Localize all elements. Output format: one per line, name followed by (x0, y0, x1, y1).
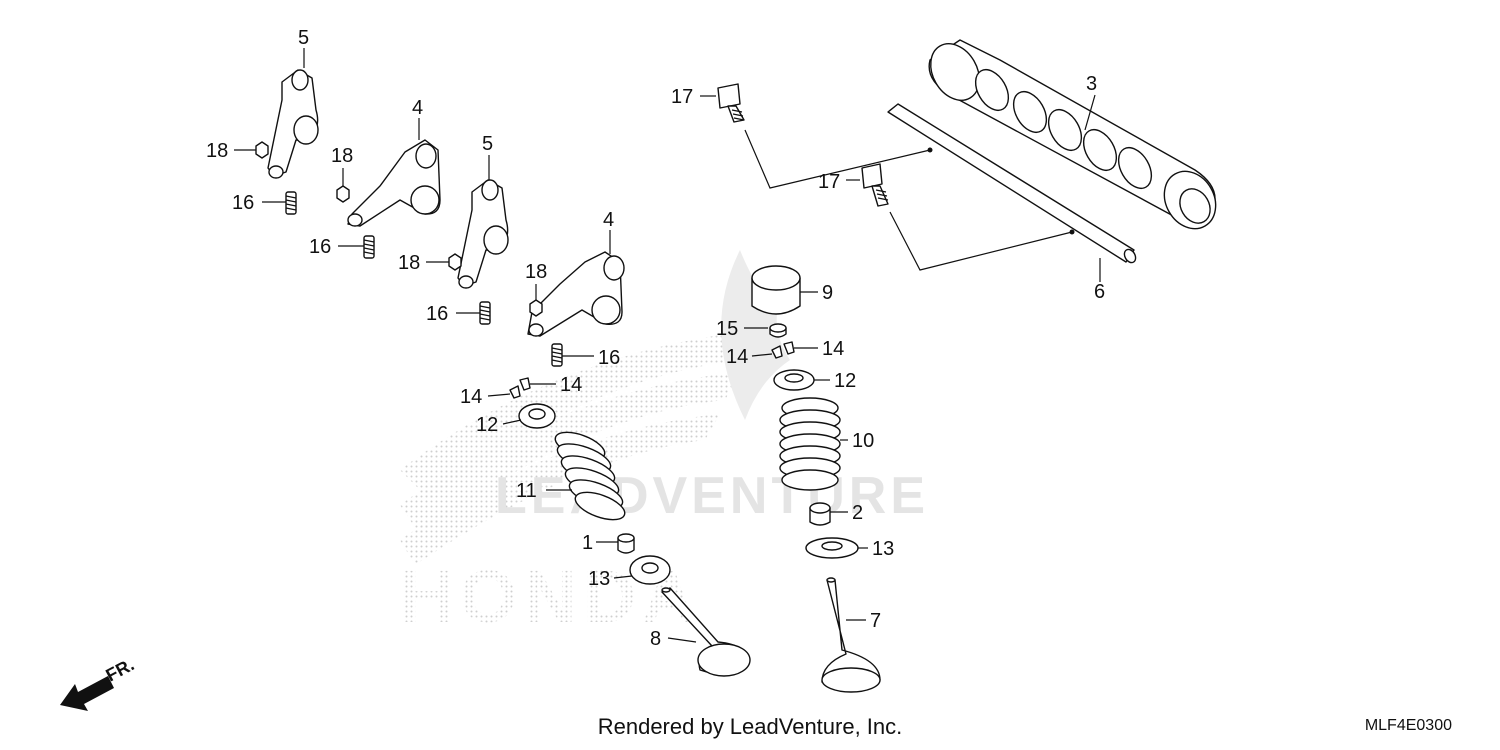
callout-4b: 4 (603, 209, 614, 231)
callout-13b: 13 (588, 568, 610, 590)
leader-8 (667, 637, 697, 643)
nut-b (336, 185, 350, 203)
callout-15: 15 (716, 318, 738, 340)
callout-12b: 12 (476, 414, 498, 436)
stem-seal-left (617, 533, 635, 554)
callout-14c: 14 (460, 386, 482, 408)
leader-17b-shaft (889, 211, 1073, 271)
callout-9: 9 (822, 282, 833, 304)
leader-13b (613, 575, 633, 579)
callout-8: 8 (650, 628, 661, 650)
callout-4a: 4 (412, 97, 423, 119)
leader-14a (751, 353, 773, 357)
callout-1: 1 (582, 532, 593, 554)
nut-a (255, 141, 269, 159)
callout-18b: 18 (331, 145, 353, 167)
callout-16b: 16 (309, 236, 331, 258)
nut-c (448, 253, 462, 271)
callout-17b: 17 (818, 171, 840, 193)
adjusting-screw-b (363, 235, 375, 259)
spring-retainer-right (773, 369, 815, 391)
camshaft (928, 39, 1217, 230)
adjusting-screw-d (551, 343, 563, 367)
callout-18d: 18 (525, 261, 547, 283)
leader-3 (1084, 94, 1096, 131)
callout-13a: 13 (872, 538, 894, 560)
leader-12b (502, 419, 522, 425)
nut-d (529, 299, 543, 317)
callout-3: 3 (1086, 73, 1097, 95)
valve-shim (769, 323, 787, 338)
callout-2: 2 (852, 502, 863, 524)
callout-16a: 16 (232, 192, 254, 214)
callout-10: 10 (852, 430, 874, 452)
valve-cotter-right (771, 341, 795, 359)
callout-16c: 16 (426, 303, 448, 325)
bolt-upper (717, 83, 745, 123)
callout-14d: 14 (560, 374, 582, 396)
honda-wing-watermark (400, 330, 760, 565)
stem-seal-right (809, 502, 831, 526)
rocker-arm-d (527, 251, 625, 337)
callout-16d: 16 (598, 347, 620, 369)
callout-18a: 18 (206, 140, 228, 162)
valve-spring-right (779, 397, 841, 491)
callout-14a: 14 (726, 346, 748, 368)
intake-valve (661, 587, 751, 677)
callout-6: 6 (1094, 281, 1105, 303)
diagram-code: MLF4E0300 (1364, 717, 1452, 734)
callout-5a: 5 (298, 27, 309, 49)
adjusting-screw-a (285, 191, 297, 215)
callout-5b: 5 (482, 133, 493, 155)
leader-14c (487, 393, 511, 397)
callout-11: 11 (516, 480, 537, 502)
leadventure-logo-watermark (721, 250, 790, 420)
valve-cotter-left (509, 377, 531, 399)
exhaust-valve (821, 577, 881, 693)
rocker-arm-b (457, 179, 509, 289)
callout-17a: 17 (671, 86, 693, 108)
front-direction-arrow-icon (60, 676, 114, 711)
valve-spring-left (554, 431, 626, 521)
adjusting-screw-c (479, 301, 491, 325)
leadventure-watermark-text: LEADVENTURE (495, 467, 929, 525)
leader-17a-shaft (744, 129, 931, 189)
rocker-arm-shaft (887, 103, 1137, 264)
spring-seat-left (629, 555, 671, 585)
valve-lifter (751, 265, 801, 315)
spring-seat-right (805, 537, 859, 559)
callout-7: 7 (870, 610, 881, 632)
callout-18c: 18 (398, 252, 420, 274)
rocker-arm-a (267, 69, 319, 179)
spring-retainer-left (518, 403, 556, 429)
callout-12a: 12 (834, 370, 856, 392)
render-credit: Rendered by LeadVenture, Inc. (597, 714, 903, 739)
bolt-lower (861, 163, 889, 207)
rocker-arm-c (347, 139, 441, 227)
callout-14b: 14 (822, 338, 844, 360)
